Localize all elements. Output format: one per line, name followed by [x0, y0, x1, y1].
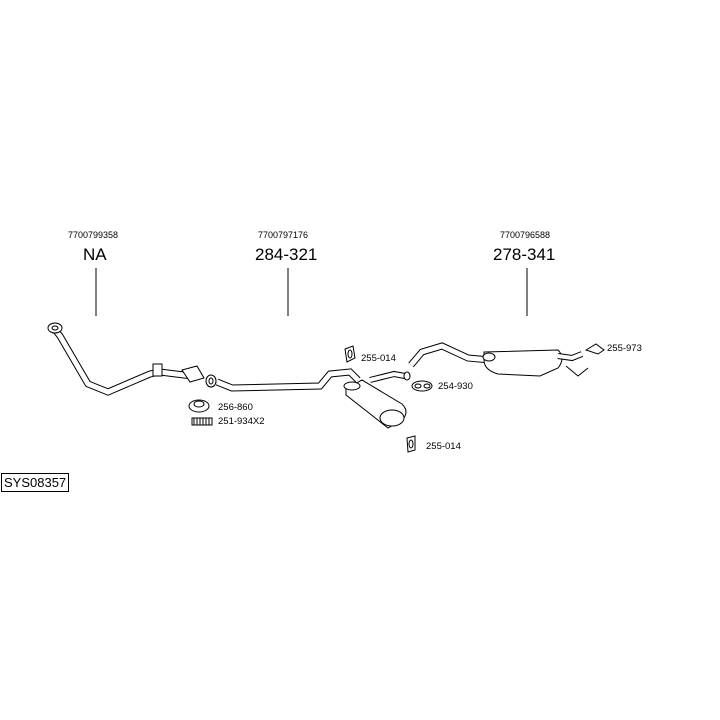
center-muffler — [215, 368, 411, 429]
part-number-rear: 278-341 — [493, 245, 556, 264]
spring-label: 251-934X2 — [218, 416, 265, 427]
mount-drawing — [584, 343, 605, 355]
mount-label: 255-973 — [607, 343, 642, 354]
gasket-drawing — [411, 380, 433, 392]
oe-number-front: 7700799358 — [68, 230, 119, 240]
oe-number-rear: 7700796588 — [500, 230, 551, 240]
hanger-drawing-upper — [344, 345, 356, 363]
rear-silencer — [408, 342, 589, 377]
spring-drawing — [191, 417, 213, 426]
flange-ring-label: 256-860 — [218, 402, 253, 413]
gasket-label: 254-930 — [438, 381, 473, 392]
part-number-front: NA — [83, 245, 107, 264]
front-pipe — [47, 322, 205, 396]
flange-ring-drawing — [188, 399, 210, 413]
hanger-label-lower: 255-014 — [426, 441, 461, 452]
hanger-label-upper: 255-014 — [361, 353, 396, 364]
system-code: SYS08357 — [1, 473, 70, 492]
part-number-middle: 284-321 — [255, 245, 318, 264]
oe-number-middle: 7700797176 — [258, 230, 309, 240]
flange-joint — [205, 374, 217, 388]
hanger-drawing-lower — [406, 435, 416, 453]
